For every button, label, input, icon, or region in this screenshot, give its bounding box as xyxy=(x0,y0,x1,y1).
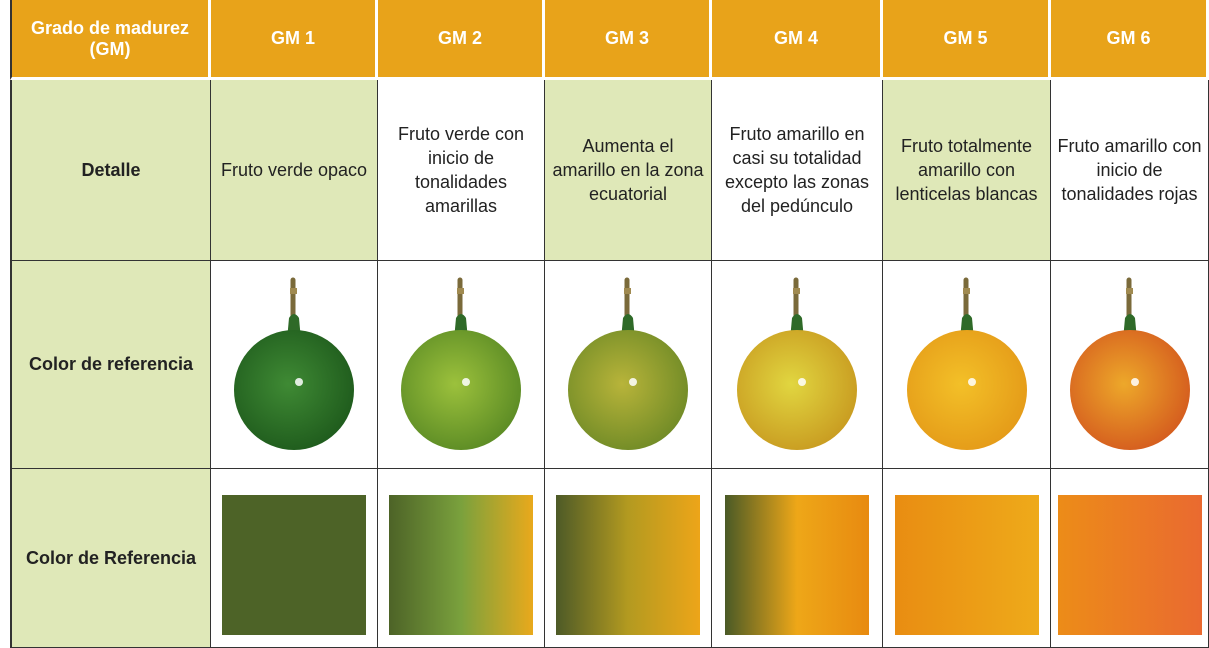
color-swatch-gm5 xyxy=(894,495,1039,635)
header-gm-label: Grado de madurez (GM) xyxy=(10,0,211,80)
header-gm1-text: GM 1 xyxy=(270,28,315,48)
color-swatch-gm1 xyxy=(222,495,366,635)
fruit-image-gm3 xyxy=(553,270,703,460)
header-gm5: GM 5 xyxy=(883,0,1051,80)
detalle-gm5-text: Fruto totalmente amarillo con lenticelas… xyxy=(895,136,1038,204)
header-gm3-text: GM 3 xyxy=(604,28,649,48)
fruit-image-gm5 xyxy=(892,270,1042,460)
detalle-gm1-text: Fruto verde opaco xyxy=(220,160,368,180)
passion-fruit-drawing xyxy=(737,277,857,450)
color-swatch-gm4 xyxy=(725,495,869,635)
fruit-image-gm6 xyxy=(1055,270,1205,460)
fruit-image-gm4 xyxy=(722,270,872,460)
detalle-gm4: Fruto amarillo en casi su totalidad exce… xyxy=(712,80,883,261)
color-swatch-gm2 xyxy=(389,495,533,635)
header-gm2: GM 2 xyxy=(378,0,545,80)
fruit-cell-gm5 xyxy=(883,261,1051,469)
header-gm3: GM 3 xyxy=(545,0,712,80)
fruit-cell-gm6 xyxy=(1051,261,1209,469)
swatch-cell-gm2 xyxy=(378,469,545,648)
row-label-detalle: Detalle xyxy=(10,80,211,261)
fruit-image-gm1 xyxy=(219,270,369,460)
row-label-color-referencia: Color de referencia xyxy=(10,261,211,469)
swatch-cell-gm5 xyxy=(883,469,1051,648)
passion-fruit-drawing xyxy=(234,277,354,450)
header-gm-label-text: Grado de madurez (GM) xyxy=(30,17,190,59)
row-label-color-swatch-text: Color de Referencia xyxy=(25,547,197,568)
passion-fruit-drawing xyxy=(568,277,688,450)
swatch-cell-gm6 xyxy=(1051,469,1209,648)
swatch-cell-gm4 xyxy=(712,469,883,648)
detalle-gm3-text: Aumenta el amarillo en la zona ecuatoria… xyxy=(552,136,704,204)
detalle-gm5: Fruto totalmente amarillo con lenticelas… xyxy=(883,80,1051,261)
passion-fruit-drawing xyxy=(401,277,521,450)
maturity-table: Grado de madurez (GM) GM 1 GM 2 GM 3 GM … xyxy=(10,0,1209,648)
header-gm2-text: GM 2 xyxy=(437,28,482,48)
fruit-cell-gm4 xyxy=(712,261,883,469)
color-swatch-gm6 xyxy=(1057,495,1202,635)
passion-fruit-drawing xyxy=(906,277,1027,450)
header-gm6-text: GM 6 xyxy=(1106,28,1151,48)
fruit-cell-gm3 xyxy=(545,261,712,469)
swatch-cell-gm1 xyxy=(211,469,378,648)
detalle-gm6-text: Fruto amarillo con inicio de tonalidades… xyxy=(1057,136,1202,204)
passion-fruit-drawing xyxy=(1069,277,1190,450)
fruit-cell-gm1 xyxy=(211,261,378,469)
row-label-detalle-text: Detalle xyxy=(81,159,141,180)
header-gm5-text: GM 5 xyxy=(943,28,988,48)
row-label-color-referencia-text: Color de referencia xyxy=(28,354,194,374)
header-gm1: GM 1 xyxy=(211,0,378,80)
detalle-gm2: Fruto verde con inicio de tonalidades am… xyxy=(378,80,545,261)
header-gm4: GM 4 xyxy=(712,0,883,80)
fruit-cell-gm2 xyxy=(378,261,545,469)
swatch-cell-gm3 xyxy=(545,469,712,648)
header-gm6: GM 6 xyxy=(1051,0,1209,80)
detalle-gm1: Fruto verde opaco xyxy=(211,80,378,261)
header-gm4-text: GM 4 xyxy=(773,28,818,48)
detalle-gm4-text: Fruto amarillo en casi su totalidad exce… xyxy=(724,124,870,216)
detalle-gm2-text: Fruto verde con inicio de tonalidades am… xyxy=(397,124,525,216)
row-label-color-swatch: Color de Referencia xyxy=(10,469,211,648)
color-swatch-gm3 xyxy=(556,495,700,635)
detalle-gm3: Aumenta el amarillo en la zona ecuatoria… xyxy=(545,80,712,261)
detalle-gm6: Fruto amarillo con inicio de tonalidades… xyxy=(1051,80,1209,261)
fruit-image-gm2 xyxy=(386,270,536,460)
